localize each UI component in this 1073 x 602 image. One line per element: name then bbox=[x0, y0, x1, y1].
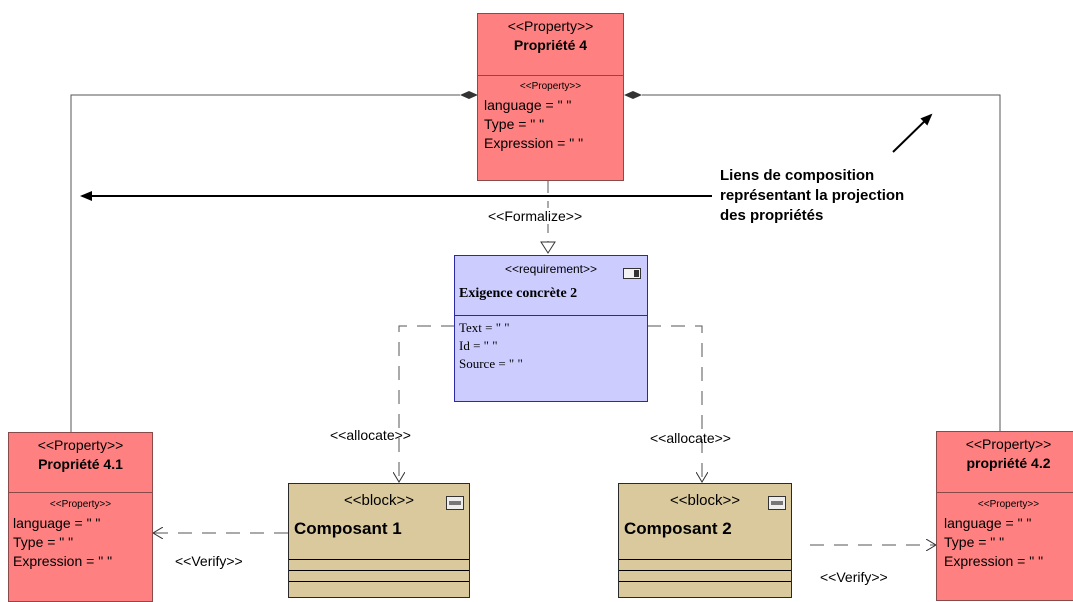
separator bbox=[619, 581, 791, 582]
attr-id: Id = " " bbox=[459, 338, 498, 353]
separator bbox=[289, 559, 469, 560]
attr-stereotype-label: <<Property>> bbox=[49, 499, 112, 510]
property-4-2-box[interactable]: <<Property>> propriété 4.2 <<Property>> … bbox=[936, 431, 1073, 601]
stereotype-label: <<requirement>> bbox=[504, 262, 598, 276]
block-composant-2[interactable]: <<block>> Composant 2 bbox=[618, 483, 792, 598]
note-line: des propriétés bbox=[720, 207, 824, 224]
attr-type: Type = " " bbox=[484, 116, 545, 132]
requirement-name: Exigence concrète 2 bbox=[459, 286, 578, 301]
verify-label-right: <<Verify>> bbox=[820, 569, 888, 585]
stereotype-label: <<block>> bbox=[343, 492, 415, 509]
separator bbox=[455, 315, 647, 316]
attr-type: Type = " " bbox=[13, 534, 74, 550]
attr-language: language = " " bbox=[944, 515, 1032, 531]
allocate-label-right: <<allocate>> bbox=[650, 430, 731, 446]
property-name: Propriété 4.1 bbox=[38, 456, 123, 472]
separator bbox=[937, 492, 1073, 493]
block-name: Composant 2 bbox=[624, 519, 732, 538]
allocate-link-left[interactable] bbox=[399, 325, 455, 482]
note-line: Liens de composition bbox=[720, 167, 875, 184]
attr-expression: Expression = " " bbox=[944, 553, 1044, 569]
attr-expression: Expression = " " bbox=[13, 553, 113, 569]
stereotype-label: <<block>> bbox=[669, 492, 741, 509]
attr-source: Source = " " bbox=[459, 356, 523, 371]
separator bbox=[619, 559, 791, 560]
separator bbox=[478, 75, 623, 76]
property-4-box[interactable]: <<Property>> Propriété 4 <<Property>> la… bbox=[477, 13, 624, 181]
note-arrow-up bbox=[892, 113, 933, 153]
property-name: propriété 4.2 bbox=[966, 455, 1051, 471]
verify-label-left: <<Verify>> bbox=[175, 553, 243, 569]
attr-type: Type = " " bbox=[944, 534, 1005, 550]
requirement-icon bbox=[623, 268, 641, 279]
stereotype-label: <<Property>> bbox=[37, 437, 124, 453]
stereotype-label: <<Property>> bbox=[965, 436, 1052, 452]
block-icon bbox=[768, 496, 786, 510]
allocate-label-left: <<allocate>> bbox=[330, 427, 411, 443]
stereotype-label: <<Property>> bbox=[507, 18, 594, 34]
separator bbox=[289, 581, 469, 582]
composition-link-left[interactable] bbox=[70, 91, 478, 433]
attr-expression: Expression = " " bbox=[484, 135, 584, 151]
separator bbox=[9, 492, 152, 493]
property-name: Propriété 4 bbox=[513, 37, 588, 53]
formalize-label: <<Formalize>> bbox=[488, 208, 583, 224]
separator bbox=[289, 570, 469, 571]
requirement-box[interactable]: <<requirement>> Exigence concrète 2 Text… bbox=[454, 255, 648, 402]
annotation-note: Liens de composition représentant la pro… bbox=[720, 166, 904, 226]
attr-language: language = " " bbox=[13, 515, 101, 531]
note-line: représentant la projection bbox=[720, 187, 905, 204]
attr-text: Text = " " bbox=[459, 320, 510, 335]
block-name: Composant 1 bbox=[294, 519, 402, 538]
allocate-link-right[interactable] bbox=[647, 325, 702, 482]
block-icon bbox=[446, 496, 464, 510]
attr-language: language = " " bbox=[484, 97, 572, 113]
block-composant-1[interactable]: <<block>> Composant 1 bbox=[288, 483, 470, 598]
separator bbox=[619, 570, 791, 571]
attr-stereotype-label: <<Property>> bbox=[519, 81, 582, 92]
formalize-link[interactable] bbox=[540, 181, 556, 254]
composition-link-right[interactable] bbox=[624, 91, 1001, 432]
property-4-1-box[interactable]: <<Property>> Propriété 4.1 <<Property>> … bbox=[8, 432, 153, 602]
attr-stereotype-label: <<Property>> bbox=[977, 499, 1040, 510]
